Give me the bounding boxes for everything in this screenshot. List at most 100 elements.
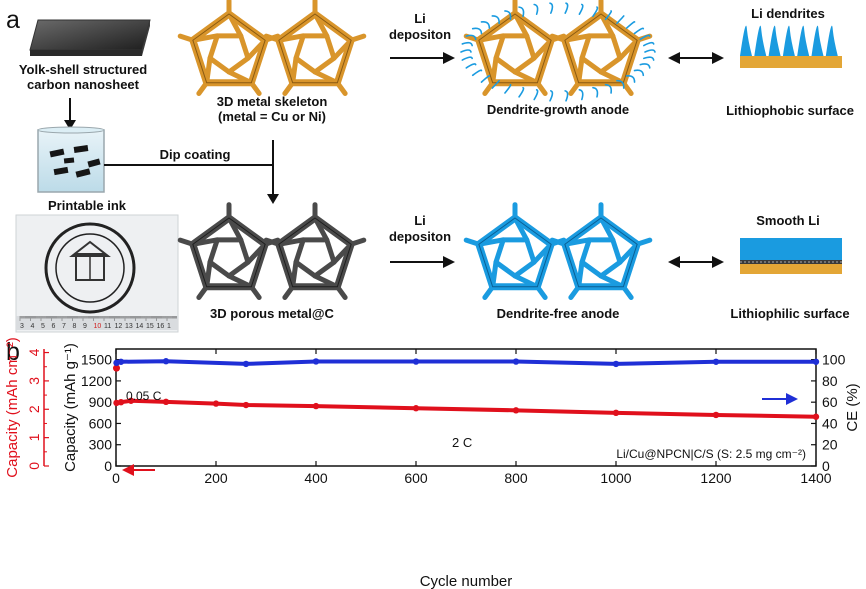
li-deposition-arrow-bottom [390, 256, 455, 268]
data-point [612, 409, 620, 417]
label-skeleton-1: 3D metal skeleton [217, 94, 328, 109]
y-right-tick-label: 100 [822, 352, 846, 368]
lithiophobic-surface-image [740, 25, 842, 68]
label-lithiophilic: Lithiophilic surface [730, 306, 849, 321]
label-dip-coating: Dip coating [160, 147, 231, 162]
y-left-tick-label: 1200 [81, 373, 112, 389]
data-point [712, 411, 720, 419]
ruler-number: 5 [41, 323, 45, 330]
label-dendrite-free: Dendrite-free anode [497, 306, 620, 321]
carbon-nanosheet-image [29, 19, 151, 56]
y-right-tick-label: 80 [822, 373, 838, 389]
dendrite-free-anode-image [463, 202, 653, 301]
areal-tick-label: 1 [26, 433, 42, 441]
annotation-initial-rate: 0.05 C [126, 389, 162, 403]
label-li-top-1: Li [414, 11, 426, 26]
data-point [712, 358, 720, 365]
double-arrow-top [668, 52, 724, 64]
ruler-number: 7 [62, 323, 66, 330]
data-point [612, 360, 620, 368]
dendrite-growth-anode-image [460, 0, 656, 102]
printable-ink-beaker [37, 126, 105, 193]
plot-frame [115, 348, 817, 467]
label-printable-ink: Printable ink [48, 198, 127, 213]
y-left-tick-label: 900 [89, 394, 113, 410]
ruler-number: 6 [52, 323, 56, 330]
y-right-tick-label: 20 [822, 437, 838, 453]
arrow-red-left [122, 464, 155, 476]
label-yolk-shell-2: carbon nanosheet [27, 77, 140, 92]
data-point [312, 402, 320, 410]
annotation-main-rate: 2 C [452, 435, 472, 450]
ruler-number: 14 [136, 323, 144, 330]
ruler-number: 3 [20, 323, 24, 330]
x-label: Cycle number [420, 573, 513, 589]
panel-a-letter: a [6, 6, 20, 34]
x-tick-label: 1400 [800, 470, 831, 486]
areal-capacity-axis: 0 1 2 3 4 [26, 348, 49, 470]
ruler-number: 9 [83, 323, 87, 330]
x-tick-label: 1000 [600, 470, 631, 486]
ruler-number: 15 [146, 323, 154, 330]
arrow-blue-right [762, 393, 798, 405]
y-left-tick-label: 300 [89, 437, 113, 453]
data-point-initial [113, 364, 120, 372]
data-point [127, 397, 135, 404]
ruler-number: 11 [104, 323, 111, 330]
x-tick-label: 400 [304, 470, 328, 486]
areal-tick-label: 0 [26, 462, 42, 470]
label-yolk-shell-1: Yolk-shell structured [19, 62, 147, 77]
data-point [812, 358, 820, 365]
series-line [116, 359, 816, 366]
data-point [162, 398, 170, 406]
x-tick-label: 1200 [700, 470, 731, 486]
x-tick-label: 600 [404, 470, 428, 486]
data-point [212, 400, 220, 407]
data-point [512, 407, 520, 414]
ruler-number: 1 [167, 323, 171, 330]
data-point [312, 358, 320, 365]
arrow-down-to-ink [64, 98, 76, 130]
double-arrow-bottom [668, 256, 724, 268]
label-dendrite-anode: Dendrite-growth anode [487, 102, 629, 117]
dip-coating-arrow [104, 140, 279, 204]
y-label-left: Capacity (mAh g⁻¹) [62, 343, 79, 472]
data-point [242, 360, 250, 368]
label-smooth-li: Smooth Li [756, 213, 820, 228]
x-tick-label: 0 [112, 470, 120, 486]
ruler-number: 10 [94, 323, 102, 330]
data-point [117, 398, 125, 406]
y-right-tick-label: 0 [822, 458, 830, 474]
label-porous-metal: 3D porous metal@C [210, 306, 335, 321]
y-label-right: CE (%) [844, 383, 861, 431]
data-point [412, 358, 420, 365]
areal-tick-label: 2 [26, 405, 42, 413]
lithiophilic-surface-image [740, 238, 842, 274]
data-point [117, 358, 125, 365]
ruler-number: 4 [31, 323, 35, 330]
series-capacity [113, 364, 820, 420]
annotation-cell: Li/Cu@NPCN|C/S (S: 2.5 mg cm⁻²) [616, 447, 806, 461]
li-deposition-arrow-top [390, 52, 455, 64]
data-point [412, 405, 420, 412]
y-label-areal: Capacity (mAh cm⁻²) [4, 337, 21, 477]
data-point [812, 413, 820, 420]
y-left-tick-label: 600 [89, 415, 113, 431]
areal-tick-label: 4 [26, 348, 42, 356]
label-li-dendrites: Li dendrites [751, 6, 825, 21]
panel-b-letter: b [6, 338, 20, 366]
series-ce [113, 358, 820, 368]
data-point [162, 358, 170, 365]
y-left-tick-label: 0 [104, 458, 112, 474]
areal-tick-label: 3 [26, 377, 42, 385]
series-line [116, 398, 817, 419]
ruler-number: 8 [73, 323, 77, 330]
label-li-bot-2: depositon [389, 229, 451, 244]
metal-skeleton-image [177, 0, 367, 97]
